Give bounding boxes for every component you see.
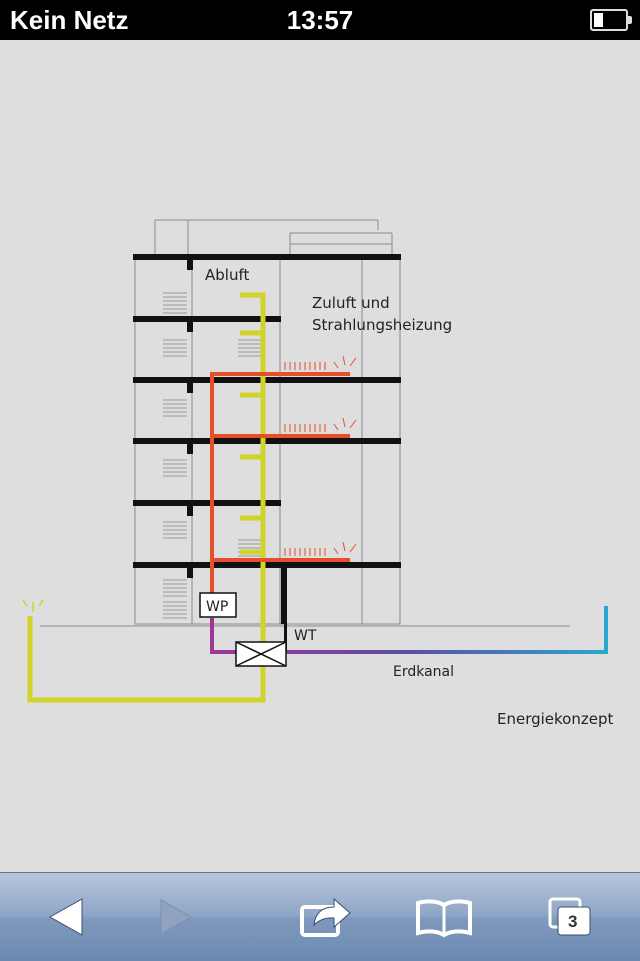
label-wt: WT	[294, 628, 317, 644]
earth-channel	[210, 606, 608, 654]
label-zuluft-line1: Zuluft und	[312, 294, 390, 312]
web-content[interactable]: Abluft Zuluft und Strahlungsheizung WP W…	[0, 40, 640, 872]
exhaust-air-duct	[27, 292, 266, 703]
back-button[interactable]	[24, 885, 104, 949]
label-wp: WP	[206, 599, 228, 615]
browser-toolbar: 3	[0, 872, 640, 961]
heating-pipes	[210, 372, 350, 596]
clock: 13:57	[286, 5, 354, 35]
radiant-heating-icon	[284, 355, 357, 556]
label-abluft: Abluft	[205, 266, 249, 284]
bookmarks-button[interactable]	[404, 885, 484, 949]
share-button[interactable]	[286, 885, 366, 949]
forward-button[interactable]	[137, 885, 217, 949]
share-icon	[300, 897, 351, 937]
floor-slabs	[133, 254, 401, 654]
heat-pump-box	[199, 592, 237, 618]
staircase	[163, 292, 262, 619]
battery-icon	[590, 9, 632, 31]
tabs-icon: 3	[548, 897, 591, 936]
battery-fill	[594, 13, 603, 27]
vent-sparkle-icon	[22, 599, 44, 612]
tabs-button[interactable]: 3	[530, 885, 610, 949]
status-bar: Kein Netz 13:57	[0, 0, 640, 40]
bookmarks-icon	[416, 899, 472, 938]
back-arrow-icon	[48, 898, 83, 936]
forward-arrow-icon	[160, 899, 193, 935]
energy-concept-diagram: Abluft Zuluft und Strahlungsheizung WP W…	[22, 219, 613, 728]
heat-exchanger-icon	[235, 641, 287, 667]
label-zuluft-line2: Strahlungsheizung	[312, 316, 452, 334]
carrier-label: Kein Netz	[10, 5, 129, 35]
caption-energiekonzept: Energiekonzept	[497, 710, 613, 728]
label-erdkanal: Erdkanal	[393, 664, 454, 680]
tab-count: 3	[568, 912, 577, 931]
